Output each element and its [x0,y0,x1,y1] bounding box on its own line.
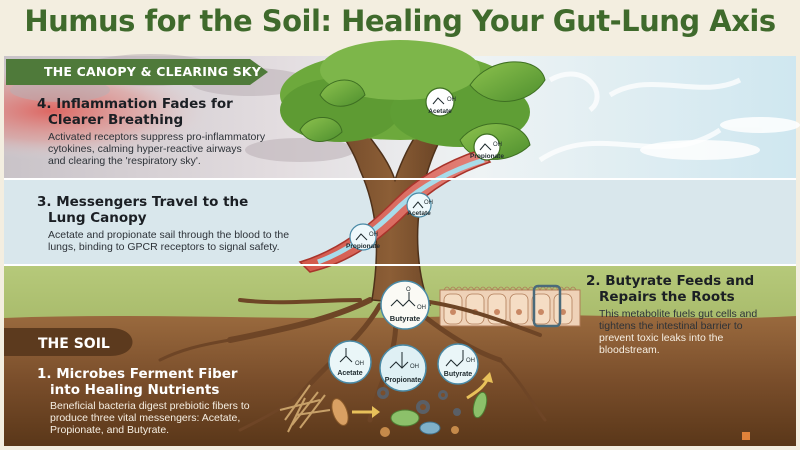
step-2-body-line-4: bloodstream. [599,344,660,356]
vessel-acetate-bubble [406,192,432,218]
step-4-body-line-3: and clearing the 'respiratory sky'. [48,155,201,167]
brand-logo [742,432,750,440]
soil-propionate-oh: OH [410,364,419,370]
step-3-body-line-1: Acetate and propionate sail through the … [48,229,290,241]
butyrate-root-bubble [380,280,430,330]
step-4-body-line-2: cytokines, calming hyper-reactive airway… [48,143,242,155]
soil-butyrate-oh: OH [466,358,475,364]
step-3-body-line-2: lungs, binding to GPCR receptors to sign… [48,241,280,253]
soil-banner-label: THE SOIL [38,336,110,352]
soil-butyrate-label: Butyrate [444,371,473,378]
step-1-heading-line-2: into Healing Nutrients [50,382,220,398]
step-3-heading-line-1: 3. Messengers Travel to the [37,194,249,210]
step-2-body-line-2: tightens the intestinal barrier to [599,320,743,332]
canopy-banner-label: THE CANOPY & CLEARING SKY [44,64,262,79]
microbes [331,391,488,437]
vessel-propionate-label: Propionate [346,243,380,250]
step-3-heading-line-2: Lung Canopy [48,210,147,226]
intestinal-villi [439,284,581,328]
root-butyrate-oh: OH [417,305,426,311]
step-2-heading-line-1: 2. Butyrate Feeds and [586,273,755,289]
page-title: Humus for the Soil: Healing Your Gut-Lun… [24,4,776,38]
step-1-body-line-2: produce three vital messengers: Acetate, [50,412,241,424]
highlighted-cell [532,284,562,328]
vessel-acetate-oh: OH [424,200,433,206]
soil-acetate-oh: OH [355,361,364,367]
arrow-head-right [372,406,380,418]
canopy-acetate-bubble [425,87,455,117]
soil-banner-bg [4,328,133,356]
step-4-body-line-1: Activated receptors suppress pro-inflamm… [48,131,266,143]
canopy-banner-bg [6,59,268,85]
gear-icons [377,387,461,416]
canopy-acetate-oh: OH [447,97,456,103]
canopy-acetate-label: Acetate [428,108,452,115]
arrow-head-up [482,372,493,383]
propionate-soil-bubble [379,344,427,392]
step-1-body-line-1: Beneficial bacteria digest prebiotic fib… [50,400,250,412]
step-1-body-line-3: Propionate, and Butyrate. [50,424,170,436]
root-butyrate-label: Butyrate [390,314,420,323]
vessel-acetate-label: Acetate [407,210,431,217]
fiber-bundle [279,384,331,433]
step-2-body-line-1: This metabolite fuels gut cells and [599,308,758,320]
butyrate-soil-bubble [437,343,479,385]
step-4-heading-line-1: 4. Inflammation Fades for [37,96,233,112]
soil-acetate-label: Acetate [337,370,362,377]
vessel-propionate-bubble [349,223,377,251]
step-1-heading-line-1: 1. Microbes Ferment Fiber [37,366,238,382]
vessel-propionate-oh: OH [369,232,378,238]
step-2-heading-line-2: Repairs the Roots [599,289,735,305]
canopy-propionate-oh: OH [493,142,502,148]
soil-propionate-label: Propionate [385,377,422,384]
tree-canopy [280,40,546,160]
step-4-heading-line-2: Clearer Breathing [48,112,184,128]
canopy-propionate-label: Propionate [470,153,504,160]
acetate-soil-bubble [328,340,372,384]
root-butyrate-o: O [406,287,411,293]
canopy-propionate-bubble [473,133,501,161]
step-2-body-line-3: prevent toxic leaks into the [599,332,724,344]
clouds-clear [640,117,800,160]
